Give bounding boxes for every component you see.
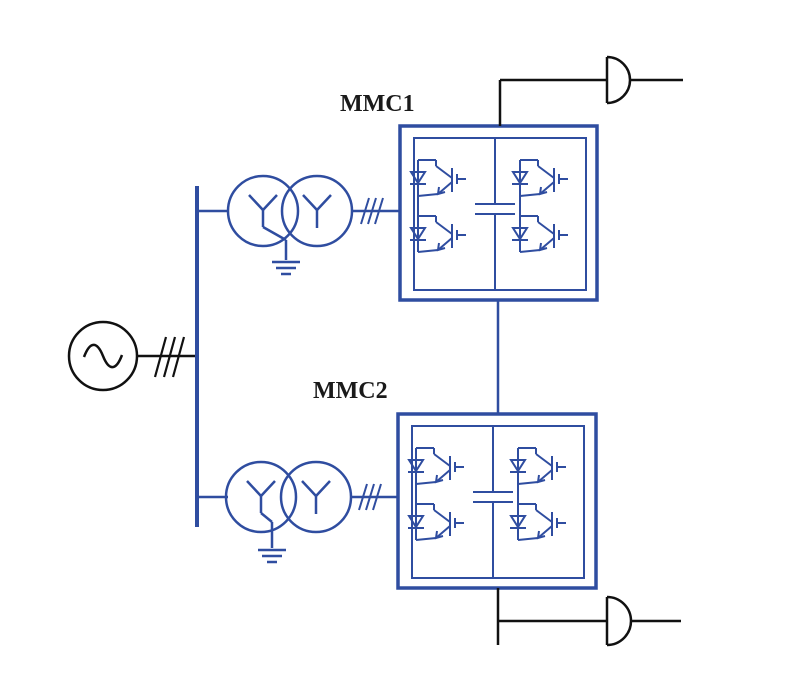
mmc1-igbt-cells-icon bbox=[410, 160, 568, 252]
upper-dc-cable bbox=[498, 55, 683, 126]
lower-cable-termination-icon bbox=[605, 595, 681, 647]
upper-ground-icon bbox=[272, 260, 300, 276]
upper-transformer bbox=[226, 174, 354, 260]
ac-source bbox=[67, 320, 197, 392]
three-phase-marker-icon bbox=[153, 336, 186, 378]
mmc2-igbt-cells-icon bbox=[408, 448, 566, 540]
lower-ground-icon bbox=[258, 548, 286, 564]
mmc1-converter bbox=[398, 124, 599, 302]
mmc2-converter bbox=[396, 412, 598, 590]
mmc1-capacitor-icon bbox=[475, 138, 515, 290]
upper-branch bbox=[197, 124, 599, 302]
upper-three-phase-marker-icon bbox=[360, 197, 384, 225]
upper-cable-termination-icon bbox=[605, 55, 683, 105]
sine-wave-icon bbox=[82, 343, 124, 369]
mmc1-label: MMC1 bbox=[340, 91, 415, 117]
mmc1-inner-frame bbox=[413, 137, 587, 291]
lower-three-phase-marker-icon bbox=[358, 483, 382, 511]
lower-dc-cable bbox=[496, 588, 681, 647]
mmc2-label: MMC2 bbox=[313, 378, 388, 404]
mmc2-capacitor-icon bbox=[473, 426, 513, 578]
lower-transformer-primary-icon bbox=[224, 460, 298, 534]
lower-branch bbox=[197, 412, 598, 590]
upper-transformer-primary-icon bbox=[226, 174, 300, 248]
lower-transformer bbox=[224, 460, 353, 548]
mmc2-inner-frame bbox=[411, 425, 585, 579]
